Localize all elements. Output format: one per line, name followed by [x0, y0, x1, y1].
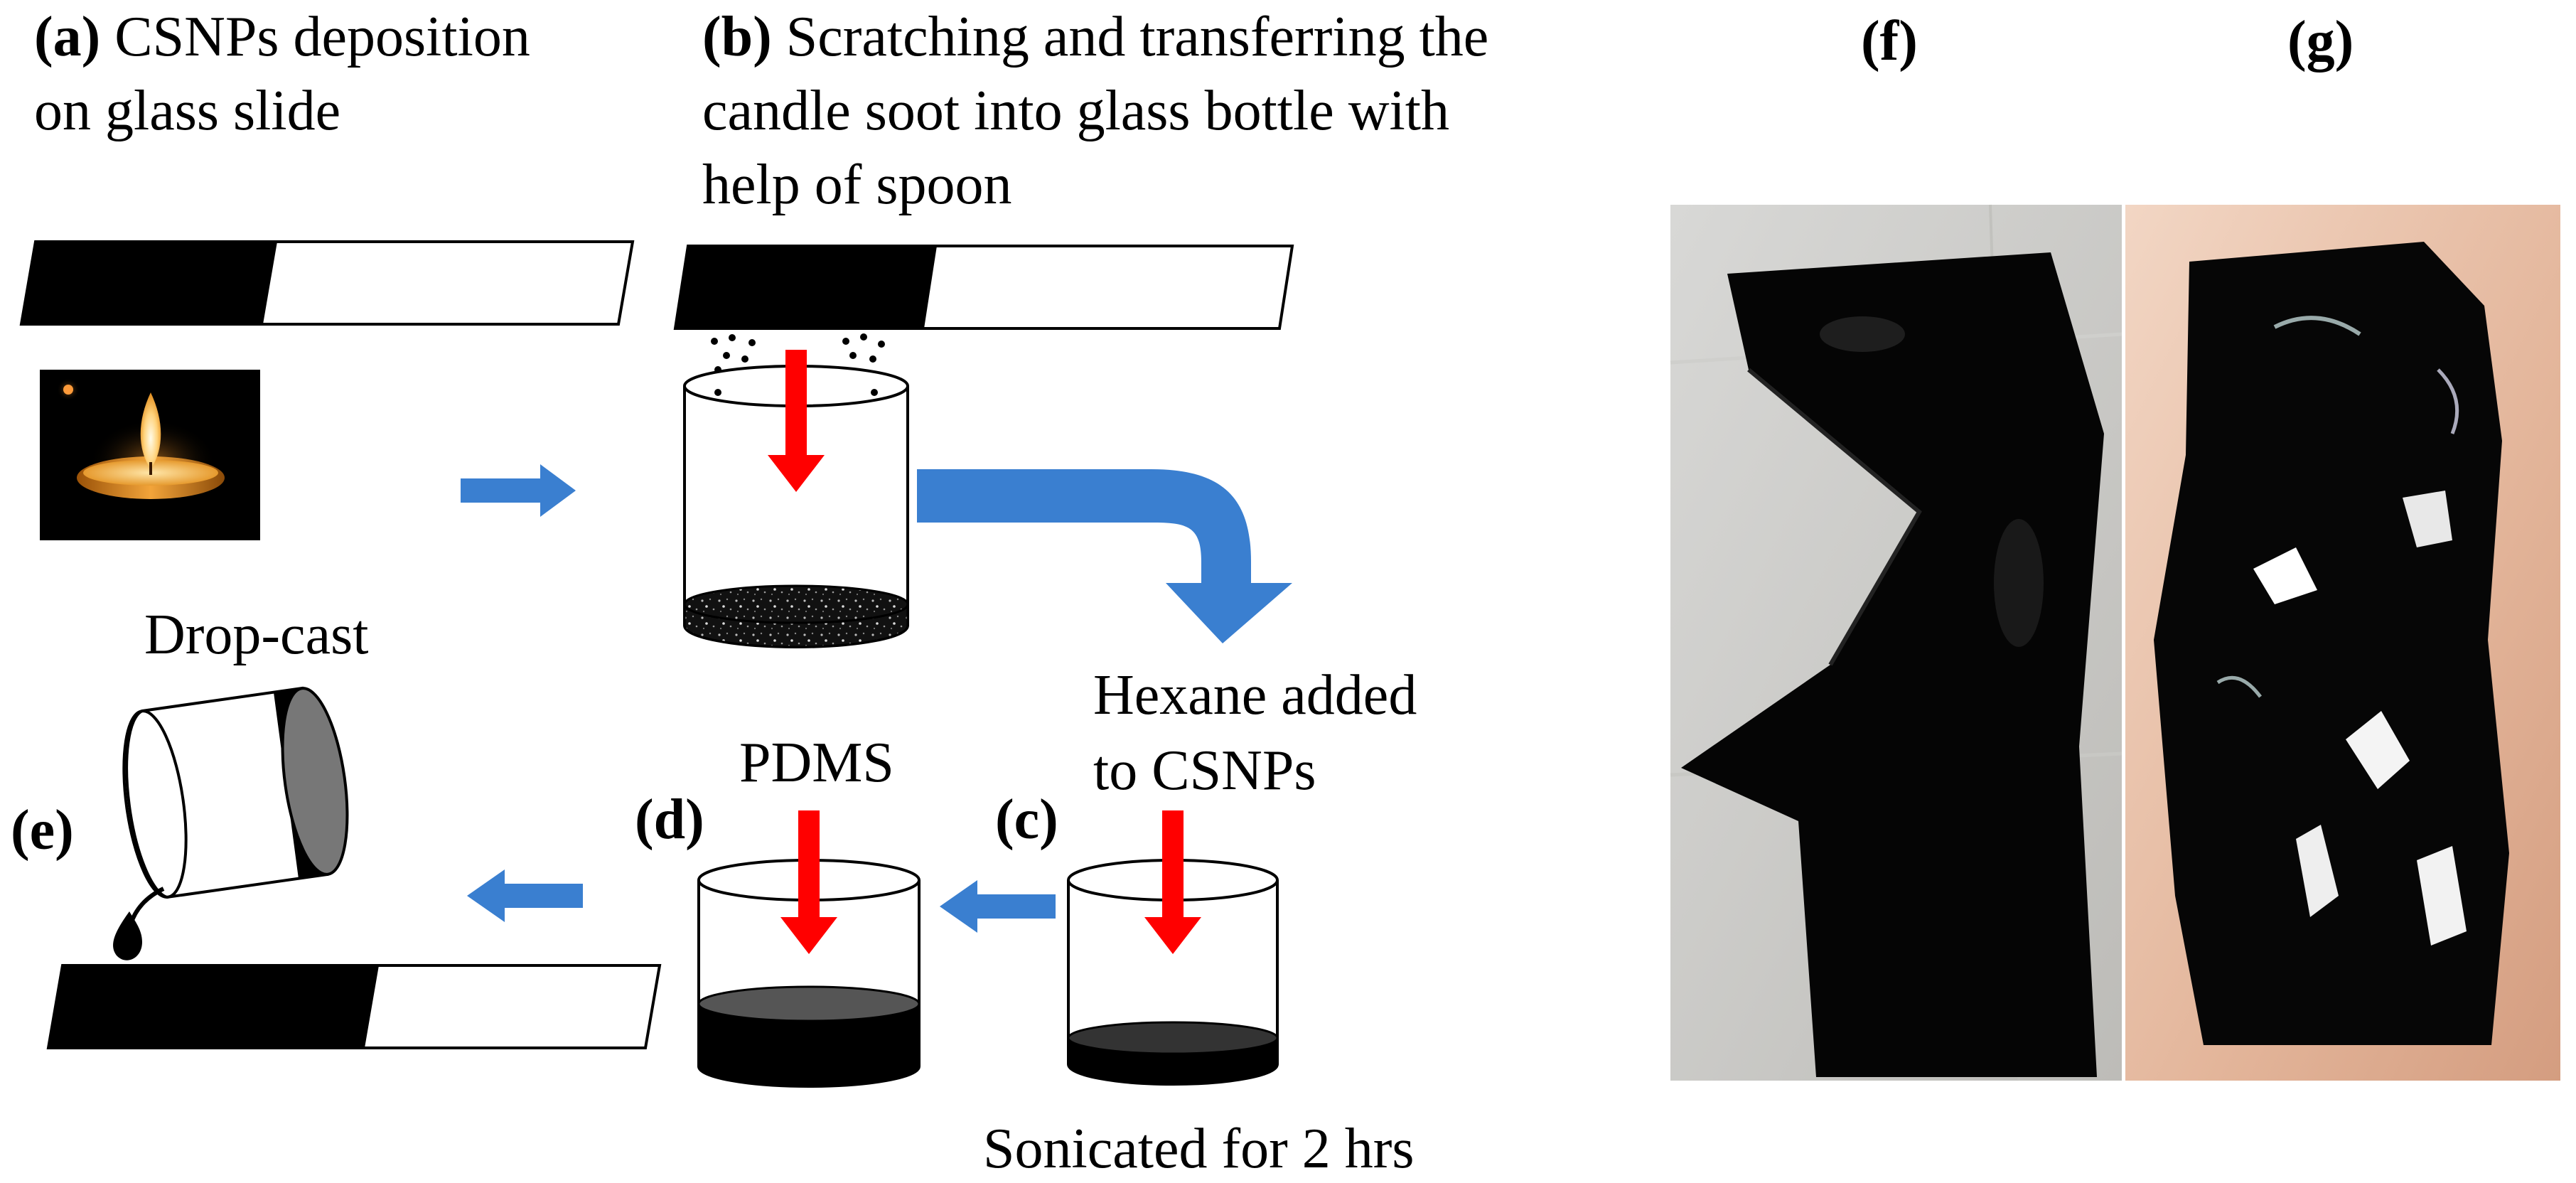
panel-b-line1: Scratching and transferring the: [785, 6, 1489, 68]
arrow-a-to-b: [461, 464, 576, 517]
panel-b-letter: (b): [702, 6, 772, 68]
glass-slide-a: [19, 240, 635, 326]
red-arrow-c: [1144, 810, 1201, 954]
glass-slide-b: [673, 245, 1294, 330]
panel-c-label-line2: to CSNPs: [1093, 739, 1316, 802]
curved-arrow-b-to-c: [917, 469, 1292, 643]
panel-c-label-line1: Hexane added: [1093, 664, 1417, 727]
panel-f-letter: (f): [1861, 10, 1918, 73]
candle-icon: [40, 370, 260, 540]
pouring-beaker-icon: [113, 686, 349, 960]
panel-b-line3: help of spoon: [702, 154, 1012, 216]
panel-d-label: PDMS: [739, 732, 894, 794]
arrow-c-to-d: [940, 880, 1056, 933]
red-arrow-b: [768, 350, 825, 492]
panel-g-letter: (g): [2287, 10, 2354, 73]
panel-a-line1: CSNPs deposition: [114, 6, 530, 68]
beaker-icon-b: [683, 365, 909, 648]
panel-d-letter: (d): [635, 788, 704, 851]
panel-c-bottom-label: Sonicated for 2 hrs: [983, 1118, 1415, 1180]
red-arrow-d: [780, 810, 837, 954]
panel-a-title: (a) CSNPs deposition: [34, 3, 530, 71]
panel-b-title: (b) Scratching and transferring the: [702, 3, 1488, 71]
film-photo-g: [2125, 205, 2560, 1081]
panel-e-letter: (e): [11, 799, 74, 862]
panel-a-letter: (a): [34, 6, 101, 68]
panel-a-line2: on glass slide: [34, 80, 341, 142]
beaker-icon-c: [1067, 859, 1279, 1086]
film-photo-f: [1670, 204, 2122, 1081]
panel-e-label: Drop-cast: [144, 604, 369, 666]
panel-c-letter: (c): [995, 788, 1058, 851]
arrow-d-to-e: [467, 869, 583, 922]
panel-b-line2: candle soot into glass bottle with: [702, 80, 1449, 142]
glass-slide-e: [46, 964, 662, 1049]
